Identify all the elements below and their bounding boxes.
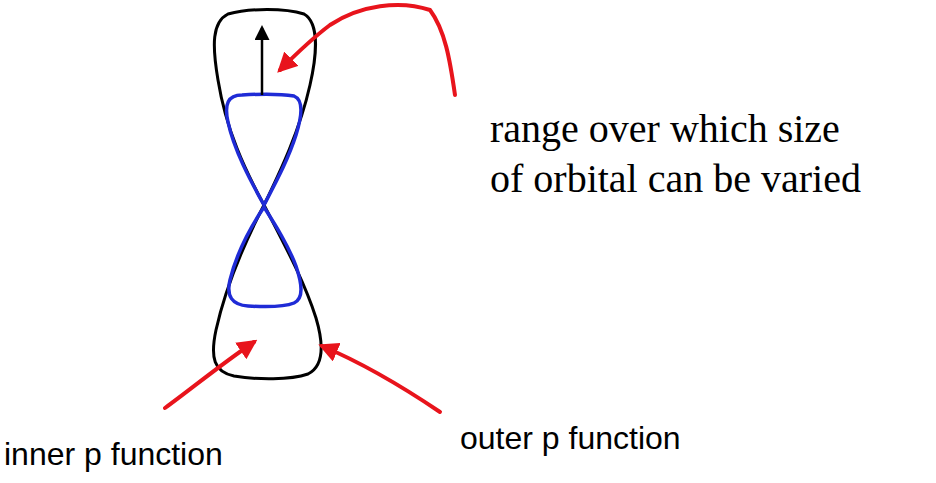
annotation-text: range over which size of orbital can be … bbox=[490, 104, 872, 204]
part-label: inner p function bbox=[4, 434, 223, 474]
pointer-arrow bbox=[322, 346, 440, 412]
outer-p-orbital bbox=[213, 205, 321, 379]
inner-p-orbital bbox=[229, 207, 301, 307]
pointer-arrow bbox=[165, 342, 254, 408]
part-label: outer p function bbox=[460, 418, 681, 458]
outer-p-orbital bbox=[214, 10, 315, 206]
inner-p-orbital bbox=[227, 94, 301, 205]
size-arrow bbox=[261, 28, 264, 95]
pointer-arrow bbox=[280, 5, 455, 95]
